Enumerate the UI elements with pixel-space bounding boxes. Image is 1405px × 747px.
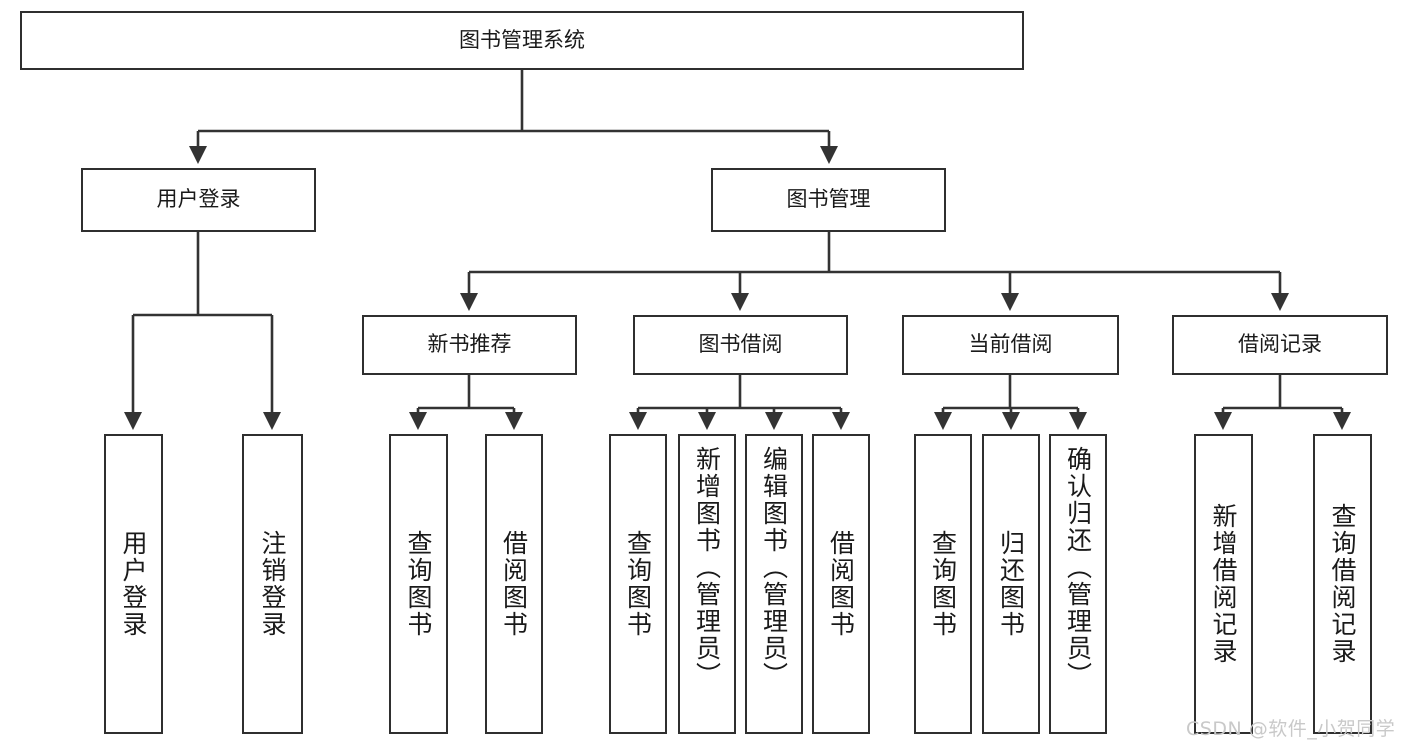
node-root-label: 图书管理系统	[459, 27, 585, 52]
node-new-book-rec-label: 新书推荐	[427, 332, 512, 357]
node-leaf-add-record-label: 新增借阅记录	[1209, 503, 1238, 665]
node-leaf-query-book-cb[interactable]: 查询图书	[914, 434, 972, 734]
node-current-borrow[interactable]: 当前借阅	[902, 315, 1119, 375]
node-leaf-query-book-cb-label: 查询图书	[928, 530, 958, 638]
node-leaf-logout-label: 注销登录	[258, 530, 287, 638]
node-leaf-user-login[interactable]: 用户登录	[104, 434, 163, 734]
node-leaf-borrow-book-br[interactable]: 借阅图书	[812, 434, 870, 734]
node-leaf-edit-book[interactable]: 编辑图书（管理员）	[745, 434, 803, 734]
node-leaf-borrow-book-br-label: 借阅图书	[826, 530, 856, 638]
node-new-book-rec[interactable]: 新书推荐	[362, 315, 577, 375]
node-leaf-logout[interactable]: 注销登录	[242, 434, 303, 734]
node-leaf-return-book-label: 归还图书	[996, 530, 1026, 638]
node-leaf-add-record[interactable]: 新增借阅记录	[1194, 434, 1253, 734]
node-book-borrow[interactable]: 图书借阅	[633, 315, 848, 375]
node-book-manage[interactable]: 图书管理	[711, 168, 946, 232]
node-leaf-confirm-return-label: 确认归还（管理员）	[1063, 446, 1093, 689]
node-book-borrow-label: 图书借阅	[698, 332, 783, 357]
node-leaf-borrow-book-rec-label: 借阅图书	[499, 530, 529, 638]
node-leaf-query-book-rec[interactable]: 查询图书	[389, 434, 448, 734]
node-leaf-query-book-br[interactable]: 查询图书	[609, 434, 667, 734]
node-leaf-query-record-label: 查询借阅记录	[1328, 503, 1357, 665]
node-leaf-edit-book-label: 编辑图书（管理员）	[759, 446, 789, 689]
node-leaf-confirm-return[interactable]: 确认归还（管理员）	[1049, 434, 1107, 734]
node-leaf-query-book-rec-label: 查询图书	[404, 530, 433, 638]
node-root[interactable]: 图书管理系统	[20, 11, 1024, 70]
node-leaf-user-login-label: 用户登录	[119, 530, 148, 638]
node-current-borrow-label: 当前借阅	[968, 332, 1053, 357]
node-leaf-borrow-book-rec[interactable]: 借阅图书	[485, 434, 543, 734]
node-leaf-return-book[interactable]: 归还图书	[982, 434, 1040, 734]
node-user-login-label: 用户登录	[156, 187, 241, 212]
watermark-text: CSDN @软件_小贺同学	[1186, 718, 1396, 740]
node-borrow-record[interactable]: 借阅记录	[1172, 315, 1388, 375]
node-user-login[interactable]: 用户登录	[81, 168, 316, 232]
node-book-manage-label: 图书管理	[786, 187, 871, 212]
node-leaf-add-book-label: 新增图书（管理员）	[692, 446, 722, 689]
node-leaf-add-book[interactable]: 新增图书（管理员）	[678, 434, 736, 734]
node-leaf-query-record[interactable]: 查询借阅记录	[1313, 434, 1372, 734]
node-borrow-record-label: 借阅记录	[1238, 332, 1322, 357]
node-leaf-query-book-br-label: 查询图书	[623, 530, 653, 638]
